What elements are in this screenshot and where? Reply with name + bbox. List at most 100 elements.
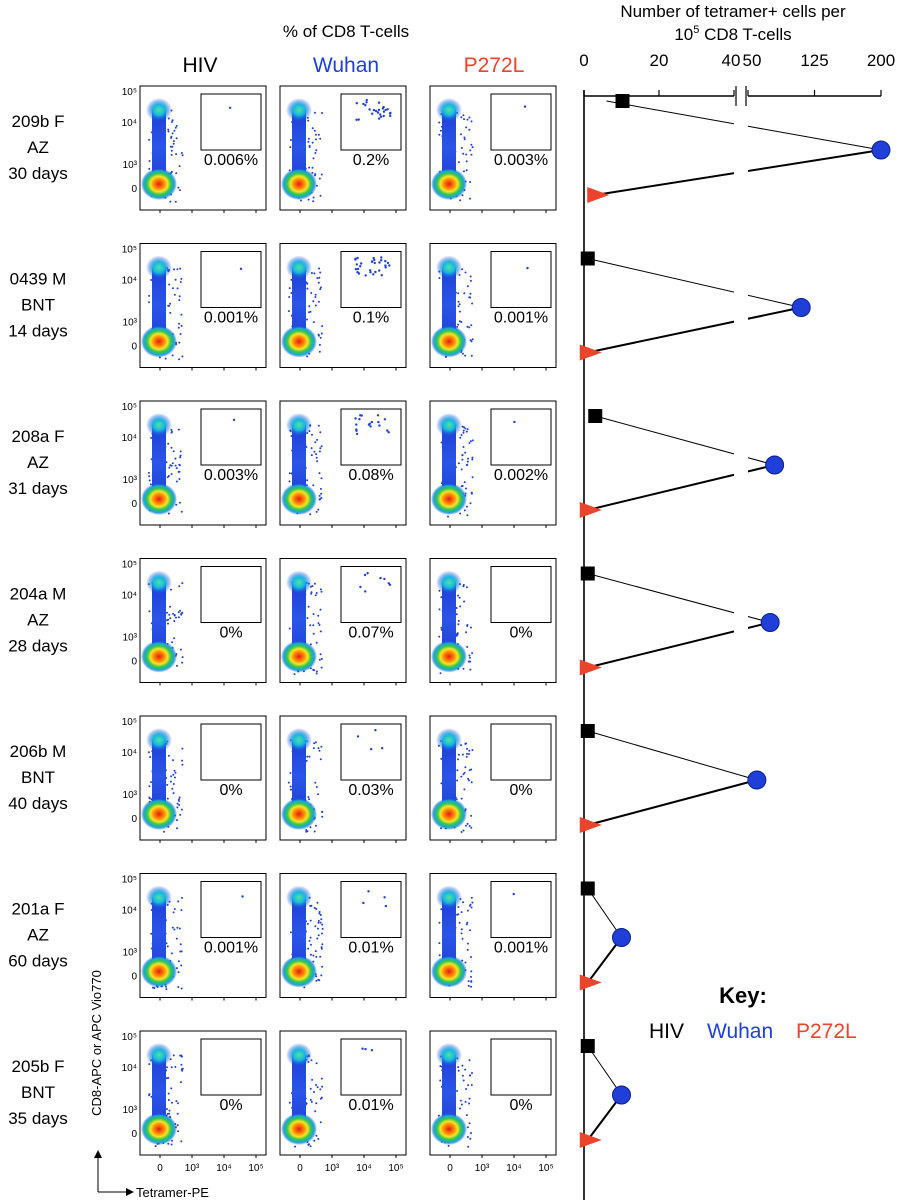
event-dot [318,343,321,346]
event-dot [439,672,442,675]
double-negative-population [141,798,177,830]
double-negative-population [281,955,317,988]
gated-event-dot [355,423,358,426]
x-tick-label: 10³ [325,1163,340,1174]
event-dot [169,605,171,608]
event-dot [470,906,473,909]
gate-percentage: 0.006% [204,152,258,169]
event-dot [165,988,168,991]
event-dot [462,583,465,586]
event-dot [316,460,319,463]
event-dot [167,512,170,515]
tetramer-gate [490,93,552,151]
event-dot [309,1145,312,1148]
event-dot [175,616,177,619]
event-dot [465,487,467,490]
sample-label-line: AZ [27,138,49,157]
event-dot [314,173,317,176]
tetramer-gate [200,408,262,466]
event-dot [316,277,319,280]
event-dot [319,288,322,291]
gated-event-dot [369,425,372,428]
event-dot [466,325,469,328]
event-dot [319,1088,322,1091]
event-dot [317,919,320,922]
event-dot [317,921,320,924]
event-dot [169,617,172,620]
event-dot [306,922,309,925]
event-dot [178,798,180,801]
gated-event-dot [382,114,385,118]
event-dot [466,505,468,508]
event-dot [175,137,178,140]
gated-event-dot [378,269,381,272]
gated-event-dot [363,573,367,577]
event-dot [469,279,472,282]
event-dot [288,296,291,298]
y-tick-label: 10⁴ [122,906,137,917]
event-dot [456,1090,459,1092]
hiv-marker [580,1039,595,1053]
event-dot [466,1126,469,1129]
event-dot [181,661,184,664]
event-dot [314,293,317,296]
sample-label-line: 14 days [8,322,68,341]
event-dot [175,937,178,940]
event-dot [175,480,178,483]
sample-series [579,881,631,991]
flow-panel: 0.2% [279,85,407,213]
event-dot [307,119,310,122]
event-dot [176,926,179,929]
y-tick-label: 0 [131,499,137,510]
hiv-wuhan-link [587,888,622,938]
event-dot [319,758,322,761]
sample-label-line: 31 days [8,479,68,498]
event-dot [317,614,320,617]
x-tick-label: 10⁴ [506,1163,521,1174]
event-dot [462,446,465,448]
event-dot [173,129,176,132]
event-dot [465,464,468,467]
event-dot [307,137,310,140]
event-dot [470,1132,472,1134]
flow-panel: 0.01% [279,1030,407,1158]
event-dot [315,907,318,910]
event-dot [465,430,468,433]
gated-event-dot [356,267,360,271]
event-dot [320,745,323,748]
double-negative-population [431,168,467,200]
event-dot [321,1085,324,1088]
event-dot [167,618,170,621]
event-dot [315,641,318,644]
sample-label-line: 206b M [10,742,67,761]
double-negative-population [281,1113,317,1145]
event-dot [171,354,174,357]
event-dot [460,1103,463,1106]
event-dot [314,781,317,784]
event-dot [469,929,472,932]
event-dot [468,296,471,299]
population-stem [292,740,306,814]
event-dot [462,429,465,432]
p272l-marker [579,659,602,676]
gated-event-dot [380,256,383,259]
event-dot [315,1084,317,1086]
gated-event-dot [386,429,389,432]
event-dot [287,310,290,313]
event-dot [175,819,178,822]
cd8-high-population [436,255,462,280]
flow-panel: 0% [429,715,557,843]
flow-panel: 0% [429,1030,557,1158]
event-dot [438,121,441,124]
sample-label-line: 205b F [12,1057,65,1076]
event-dot [178,804,181,806]
event-dot [467,980,470,983]
event-dot [311,585,314,588]
event-dot [466,646,469,648]
gated-event-dot [362,102,365,106]
population-stem [442,110,456,184]
event-dot [167,1142,170,1145]
gated-event-dot [369,269,372,272]
event-dot [173,908,176,910]
